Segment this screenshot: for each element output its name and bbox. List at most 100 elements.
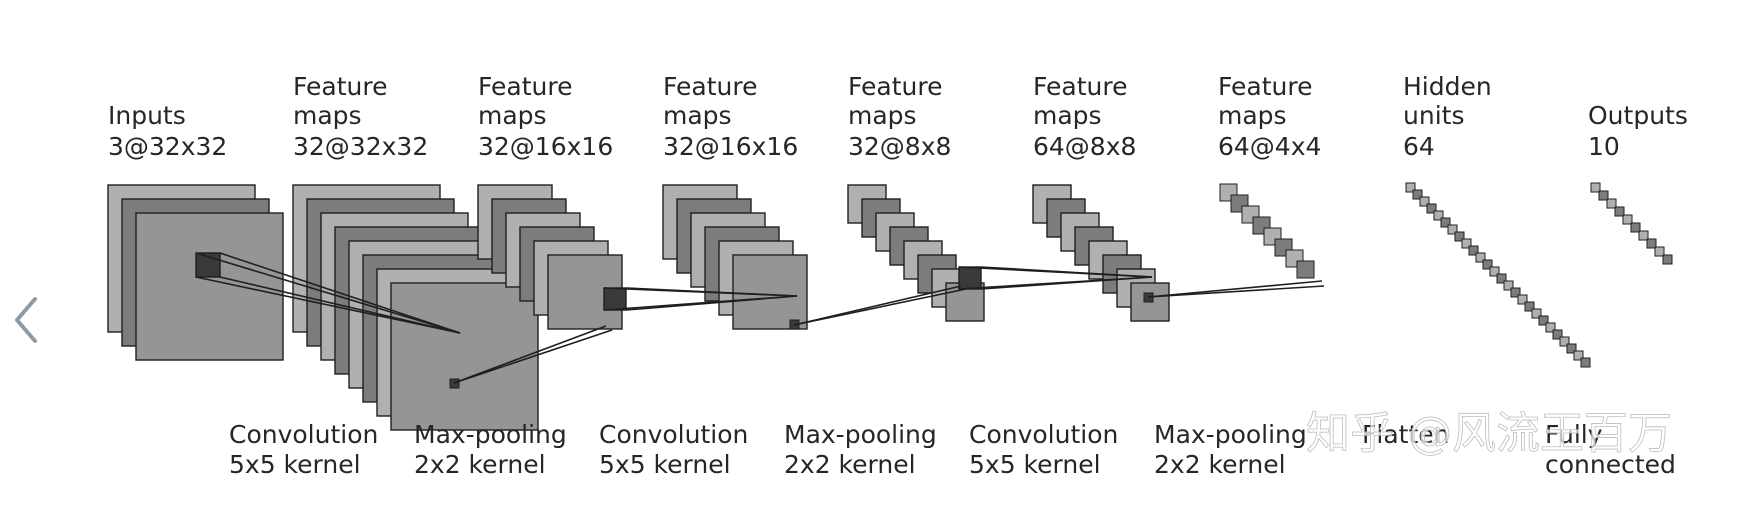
stage-label-fm2: Feature	[478, 72, 572, 101]
output-unit-8	[1646, 238, 1657, 249]
kernel-box-2	[603, 287, 627, 311]
output-unit-4	[1614, 206, 1625, 217]
stage-label-fm6: Feature	[1218, 72, 1312, 101]
connection-line-2	[219, 252, 461, 334]
op-detail-pool3: 2x2 kernel	[1154, 450, 1286, 479]
op-detail-pool1: 2x2 kernel	[414, 450, 546, 479]
stage-label-fm4: Feature	[848, 72, 942, 101]
feature-map-stacks	[107, 184, 1170, 431]
stage-label-outputs: Outputs	[1588, 101, 1688, 130]
hidden-unit-21	[1545, 322, 1556, 333]
op-label-fc: Fully	[1545, 420, 1603, 449]
hidden-unit-18	[1524, 301, 1535, 312]
connection-line-1	[195, 252, 461, 334]
op-label-pool1: Max-pooling	[414, 420, 567, 449]
stage-label-hidden-line2: units	[1403, 101, 1464, 130]
prev-slide-button[interactable]	[6, 290, 46, 350]
op-detail-conv2: 5x5 kernel	[599, 450, 731, 479]
stage-label-fm3: Feature	[663, 72, 757, 101]
feature-map-4-6	[732, 254, 808, 330]
hidden-unit-6	[1440, 217, 1451, 228]
op-detail-conv1: 5x5 kernel	[229, 450, 361, 479]
connection-line-9	[603, 287, 798, 297]
hidden-unit-10	[1468, 245, 1479, 256]
hidden-unit-26	[1580, 357, 1591, 368]
chevron-left-icon	[15, 297, 37, 343]
op-label-pool2: Max-pooling	[784, 420, 937, 449]
op-label-pool3: Max-pooling	[1154, 420, 1307, 449]
op-label-conv3: Convolution	[969, 420, 1118, 449]
dense-layers	[1219, 182, 1673, 368]
connection-line-12	[793, 288, 967, 326]
kernel-box-3	[958, 266, 982, 290]
connection-line-3	[219, 276, 461, 334]
hidden-unit-3	[1419, 196, 1430, 207]
connection-line-15	[958, 266, 1153, 278]
hidden-unit-19	[1531, 308, 1542, 319]
stage-dims-fm4: 32@8x8	[848, 132, 951, 161]
stage-label-fm5: Feature	[1033, 72, 1127, 101]
stage-label-fm4-line2: maps	[848, 101, 917, 130]
hidden-unit-20	[1538, 315, 1549, 326]
hidden-unit-17	[1517, 294, 1528, 305]
receptive-field-lines	[195, 252, 1325, 389]
output-unit-2	[1598, 190, 1609, 201]
hidden-unit-9	[1461, 238, 1472, 249]
hidden-unit-7	[1447, 224, 1458, 235]
hidden-unit-16	[1510, 287, 1521, 298]
connection-line-18	[1147, 285, 1325, 298]
stage-label-hidden: Hidden	[1403, 72, 1492, 101]
stage-label-fm2-line2: maps	[478, 101, 547, 130]
hidden-unit-23	[1559, 336, 1570, 347]
connection-line-5	[453, 325, 607, 384]
hidden-unit-5	[1433, 210, 1444, 221]
feature-map-2-8	[390, 282, 539, 431]
stage-labels: Inputs 3@32x32 Feature maps 32@32x32 Fea…	[108, 72, 1688, 161]
watermark-text: 知乎 @风流王百万	[1306, 408, 1672, 459]
stage-label-fm1: Feature	[293, 72, 387, 101]
connection-line-16	[958, 276, 1153, 290]
op-label-flatten: Flatten	[1362, 420, 1449, 449]
hidden-unit-8	[1454, 231, 1465, 242]
stage-label-fm3-line2: maps	[663, 101, 732, 130]
op-label-conv2: Convolution	[599, 420, 748, 449]
connection-line-6	[453, 329, 613, 384]
hidden-unit-24	[1566, 343, 1577, 354]
hidden-unit-14	[1496, 273, 1507, 284]
stage-label-fm6-line2: maps	[1218, 101, 1287, 130]
op-label-conv1: Convolution	[229, 420, 378, 449]
hidden-unit-22	[1552, 329, 1563, 340]
output-unit-1	[1590, 182, 1601, 193]
output-unit-7	[1638, 230, 1649, 241]
output-unit-10	[1662, 254, 1673, 265]
hidden-unit-12	[1482, 259, 1493, 270]
stage-dims-fm5: 64@8x8	[1033, 132, 1136, 161]
output-unit-5	[1622, 214, 1633, 225]
hidden-unit-13	[1489, 266, 1500, 277]
hidden-unit-2	[1412, 189, 1423, 200]
hidden-unit-4	[1426, 203, 1437, 214]
connection-line-10	[603, 295, 798, 311]
hidden-unit-15	[1503, 280, 1514, 291]
stage-dims-fm3: 32@16x16	[663, 132, 798, 161]
hidden-unit-1	[1405, 182, 1416, 193]
connection-line-17	[1147, 280, 1323, 298]
hidden-unit-11	[1475, 252, 1486, 263]
output-unit-9	[1654, 246, 1665, 257]
op-detail-pool2: 2x2 kernel	[784, 450, 916, 479]
op-detail-conv3: 5x5 kernel	[969, 450, 1101, 479]
connection-line-4	[195, 276, 461, 334]
stage-dims-inputs: 3@32x32	[108, 132, 227, 161]
stage-dims-fm6: 64@4x4	[1218, 132, 1321, 161]
stage-dims-hidden: 64	[1403, 132, 1435, 161]
stage-label-fm1-line2: maps	[293, 101, 362, 130]
stage-label-fm5-line2: maps	[1033, 101, 1102, 130]
output-unit-3	[1606, 198, 1617, 209]
operation-labels: Convolution 5x5 kernel Max-pooling 2x2 k…	[229, 420, 1676, 479]
op-detail-fc: connected	[1545, 450, 1676, 479]
stage-dims-outputs: 10	[1588, 132, 1620, 161]
output-unit-6	[1630, 222, 1641, 233]
stage-label-inputs: Inputs	[108, 101, 186, 130]
stage-dims-fm1: 32@32x32	[293, 132, 428, 161]
